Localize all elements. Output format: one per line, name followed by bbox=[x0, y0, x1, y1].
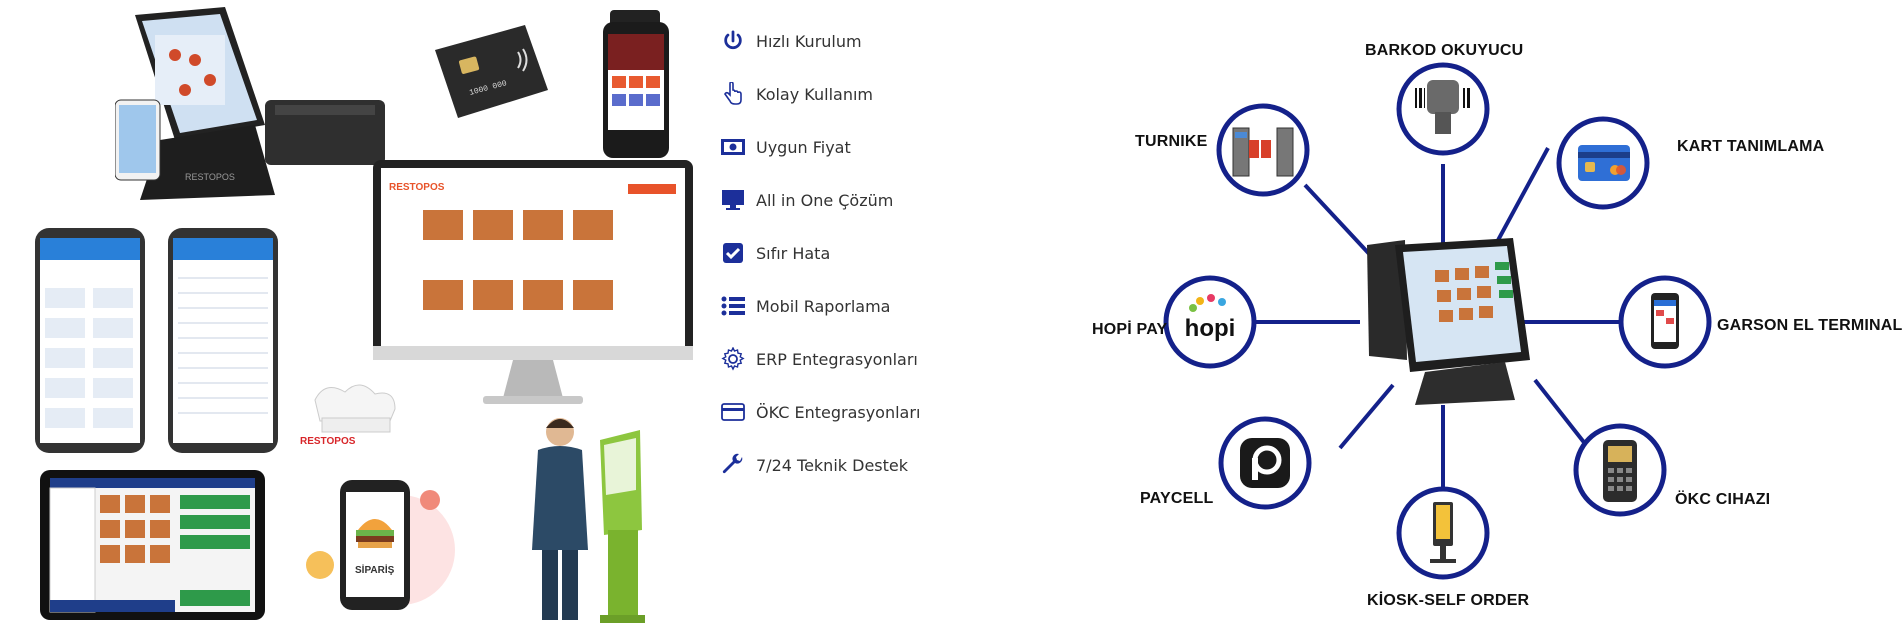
center-pos-terminal-icon bbox=[1367, 238, 1530, 405]
hopi-logo-icon: hopi bbox=[1185, 294, 1236, 342]
feature-item-uygun-fiyat: Uygun Fiyat bbox=[720, 131, 851, 163]
kiosk-icon bbox=[1430, 502, 1456, 563]
feature-label: All in One Çözüm bbox=[756, 190, 894, 210]
barcode-scanner-icon bbox=[1415, 80, 1470, 134]
feature-label: Uygun Fiyat bbox=[756, 137, 851, 157]
paycell-logo-icon bbox=[1240, 438, 1290, 488]
payment-terminal-icon bbox=[1603, 440, 1637, 502]
handheld-terminal-image bbox=[603, 10, 669, 158]
feature-label: Hızlı Kurulum bbox=[756, 31, 862, 51]
mobile-list-phone-image bbox=[168, 228, 278, 453]
node-label-turnike: TURNIKE bbox=[1135, 133, 1208, 150]
diagram-connectors: hopi bbox=[1163, 62, 1712, 580]
node-label-garson-el-terminali: GARSON EL TERMINALI bbox=[1717, 317, 1903, 334]
feature-label: Sıfır Hata bbox=[756, 243, 831, 263]
mobile-report-phone-image bbox=[35, 228, 145, 453]
feature-item-sifir-hata: Sıfır Hata bbox=[720, 237, 830, 269]
feature-item-okc: ÖKC Entegrasyonları bbox=[720, 396, 920, 428]
power-icon bbox=[720, 28, 746, 54]
feature-item-kolay-kullanim: Kolay Kullanım bbox=[720, 78, 873, 110]
tablet-pos-image bbox=[40, 470, 265, 620]
node-label-barkod-okuyucu: BARKOD OKUYUCU bbox=[1365, 42, 1524, 59]
feature-item-mobil-raporlama: Mobil Raporlama bbox=[720, 290, 890, 322]
contactless-card-image: 1000 000 bbox=[435, 25, 548, 118]
node-label-kiosk-self-order: KİOSK-SELF ORDER bbox=[1367, 592, 1530, 609]
cash-icon bbox=[720, 134, 746, 160]
svg-text:RESTOPOS: RESTOPOS bbox=[185, 172, 235, 182]
feature-label: Mobil Raporlama bbox=[756, 296, 891, 316]
credit-card-icon bbox=[1578, 145, 1630, 181]
kiosk-person-image bbox=[532, 418, 645, 623]
feature-label: Kolay Kullanım bbox=[756, 84, 873, 104]
feature-item-all-in-one: All in One Çözüm bbox=[720, 184, 893, 216]
node-label-okc-cihazi: ÖKC CIHAZI bbox=[1675, 491, 1771, 508]
feature-item-erp: ERP Entegrasyonları bbox=[720, 343, 918, 375]
wrench-icon bbox=[720, 452, 746, 478]
monitor-image: RESTOPOS bbox=[373, 160, 693, 404]
restopos-logo-text: RESTOPOS bbox=[300, 436, 356, 447]
node-label-paycell: PAYCELL bbox=[1140, 490, 1214, 507]
feature-item-hizli-kurulum: Hızlı Kurulum bbox=[720, 25, 862, 57]
node-label-hopi-pay: HOPİ PAY bbox=[1092, 321, 1168, 338]
feature-label: ERP Entegrasyonları bbox=[756, 349, 918, 369]
node-label-kart-tanimlama: KART TANIMLAMA bbox=[1677, 138, 1825, 155]
svg-text:RESTOPOS: RESTOPOS bbox=[389, 182, 445, 193]
monitor-icon bbox=[720, 187, 746, 213]
online-order-illustration: RESTOPOS SİPARİŞ bbox=[290, 380, 460, 620]
feature-item-teknik-destek: 7/24 Teknik Destek bbox=[720, 449, 908, 481]
chef-hat-phone-image bbox=[306, 384, 455, 610]
feature-label: 7/24 Teknik Destek bbox=[756, 455, 908, 475]
order-label: SİPARİŞ bbox=[355, 565, 395, 576]
integration-diagram: hopi BARKOD OKUYUCU KART TANIMLAMA GARSO… bbox=[1075, 0, 1903, 637]
turnstile-icon bbox=[1232, 127, 1294, 177]
feature-label: ÖKC Entegrasyonları bbox=[756, 402, 921, 422]
pos-terminal-image: RESTOPOS bbox=[115, 7, 385, 200]
pointer-hand-icon bbox=[720, 81, 746, 107]
list-icon bbox=[720, 293, 746, 319]
card-icon bbox=[720, 399, 746, 425]
hopi-logo-text: hopi bbox=[1185, 315, 1236, 342]
smartphone-icon bbox=[1651, 293, 1679, 349]
gear-icon bbox=[720, 346, 746, 372]
checkbox-icon bbox=[720, 240, 746, 266]
